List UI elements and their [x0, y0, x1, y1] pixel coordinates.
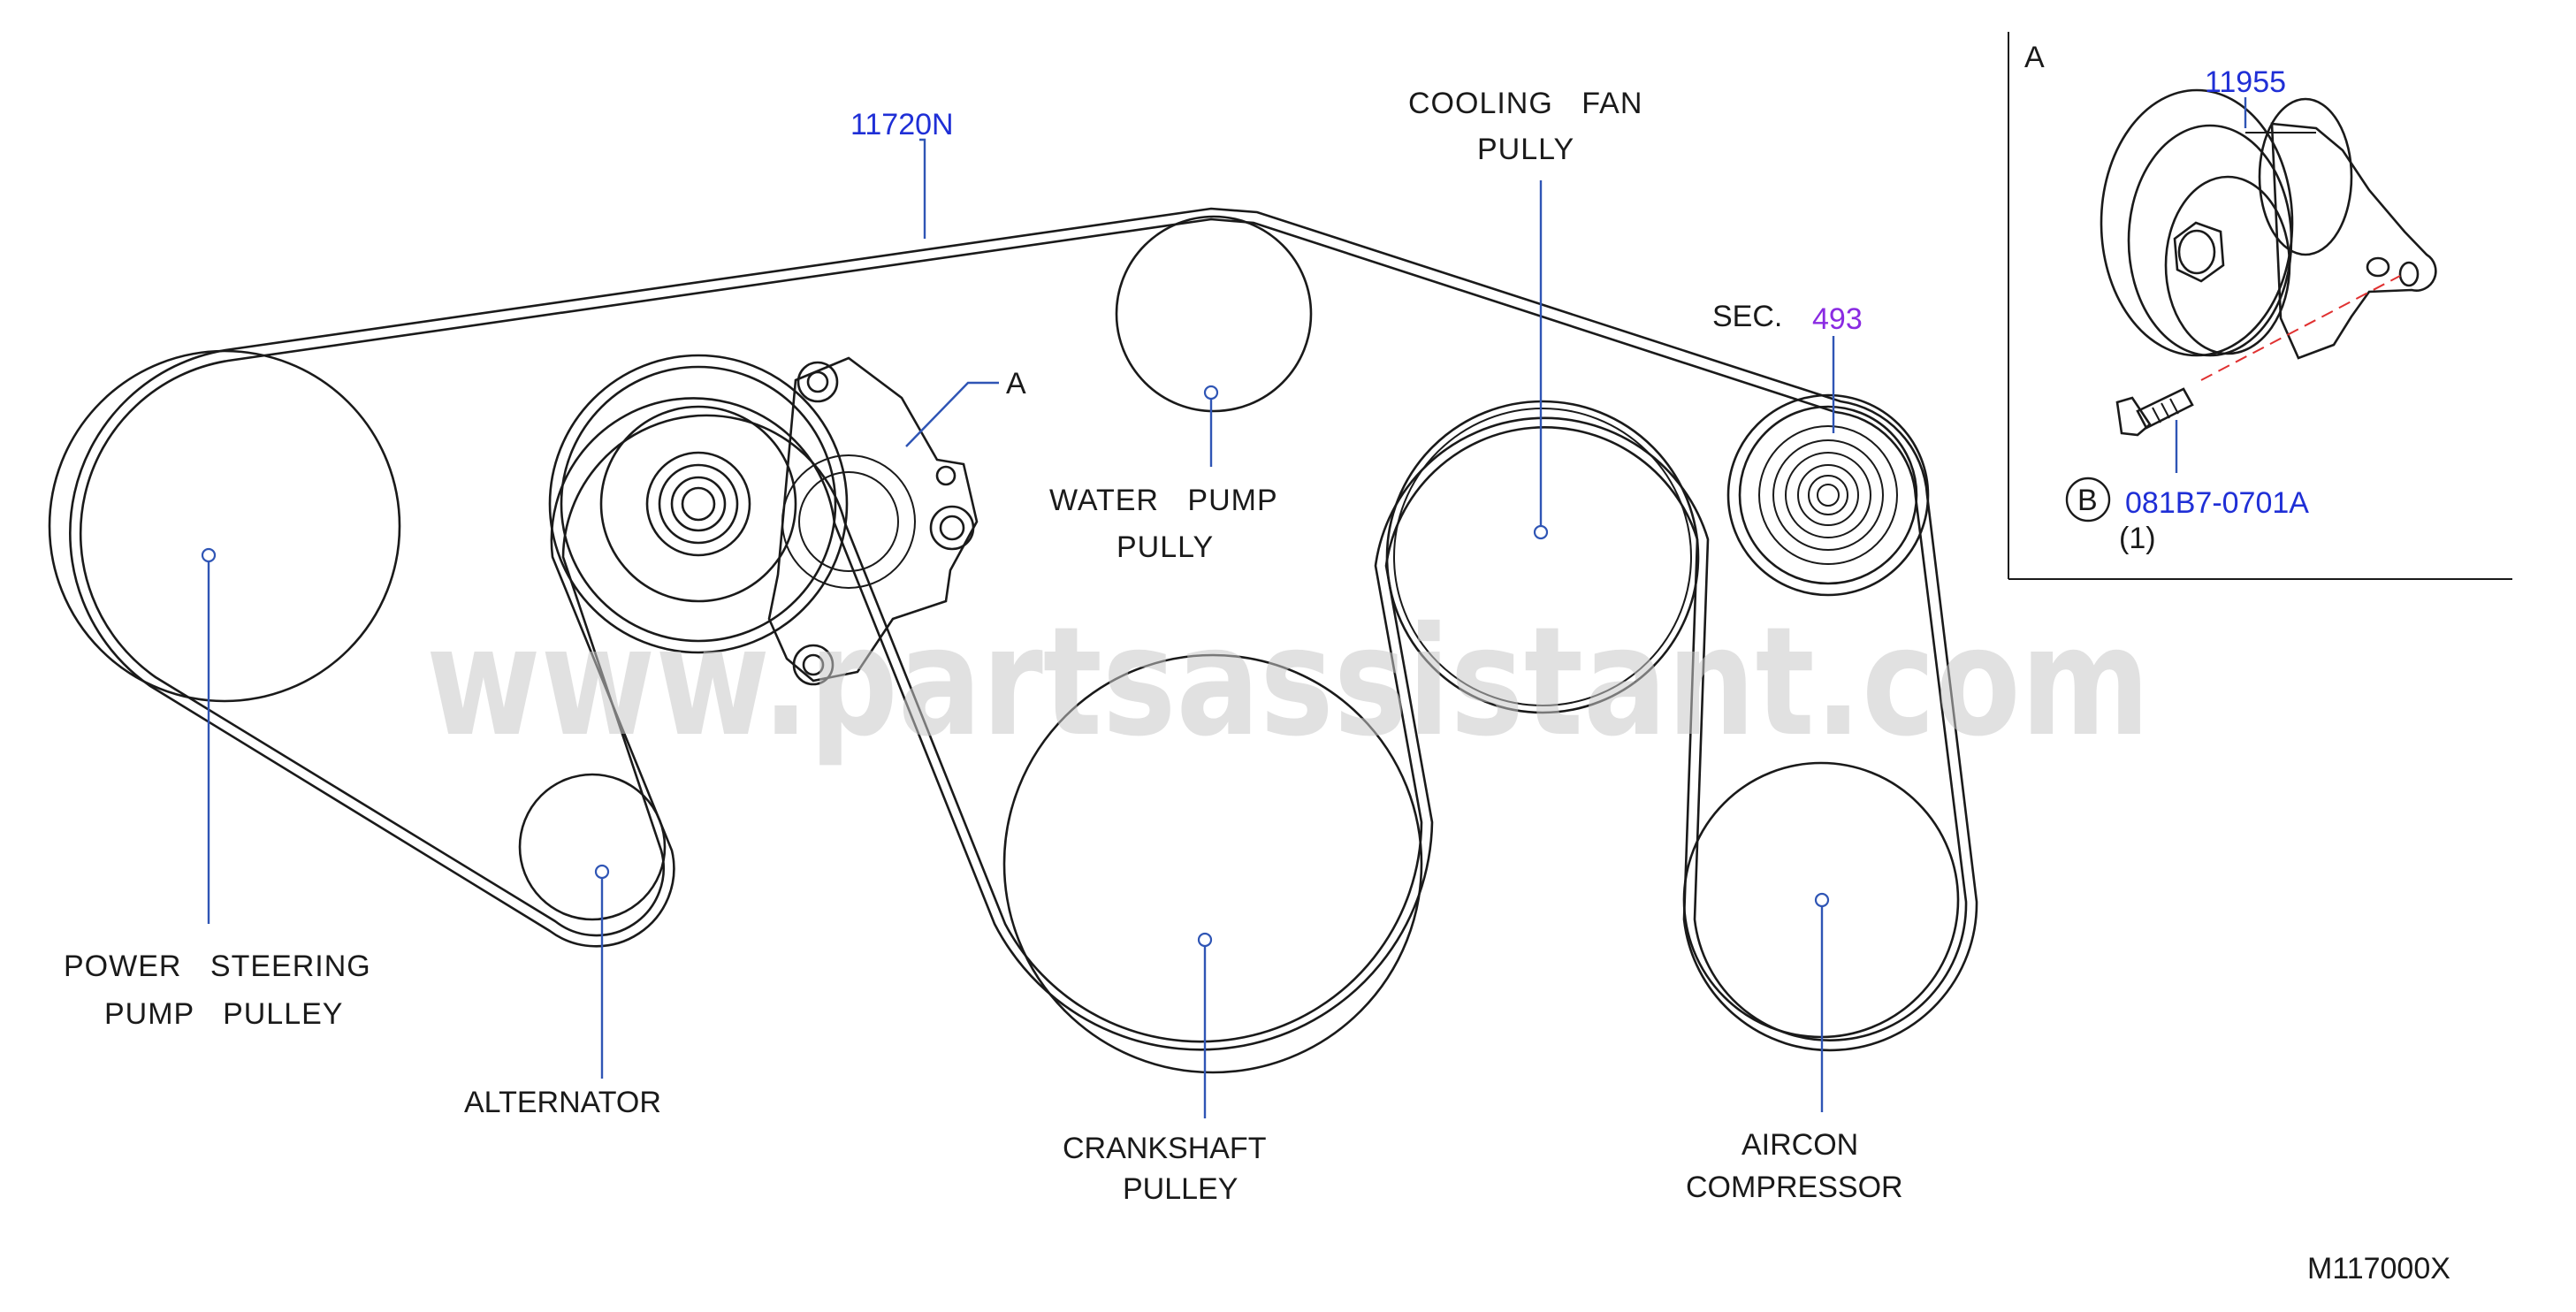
drawing-code: M117000X — [2307, 1252, 2450, 1285]
bolt-part-number[interactable]: 081B7-0701A — [2125, 486, 2309, 520]
leader-lines — [207, 138, 1835, 1118]
belt-part-number[interactable]: 11720N — [850, 108, 954, 141]
cooling-fan-label-line2: PULLY — [1477, 133, 1574, 166]
section-number-link[interactable]: 493 — [1812, 302, 1863, 336]
detail-view-label: A — [2024, 41, 2045, 74]
power-steering-label-line2: PUMP PULLEY — [104, 997, 343, 1031]
alternator-pulley — [518, 773, 667, 921]
bolt-callout-circle — [2065, 477, 2111, 523]
crankshaft-pulley — [1002, 653, 1423, 1074]
belt-tensioner-assembly — [548, 354, 979, 686]
aircon-label-line2: COMPRESSOR — [1686, 1171, 1903, 1204]
power-steering-pump-pulley — [48, 349, 401, 703]
water-pump-label-line2: PULLY — [1117, 530, 1214, 564]
power-steering-label-line1: POWER STEERING — [64, 950, 371, 983]
tensioner-detail — [2100, 88, 2437, 360]
aircon-label-line1: AIRCON — [1741, 1128, 1858, 1162]
alternator-label: ALTERNATOR — [464, 1086, 661, 1119]
cooling-fan-label-line1: COOLING FAN — [1408, 87, 1642, 120]
bolt-axis-line — [2200, 275, 2401, 381]
detail-view-frame — [2008, 32, 2512, 580]
cooling-fan-pulley — [1385, 400, 1700, 714]
section-prefix: SEC. — [1712, 300, 1782, 333]
watermark: www.partsassistant.com — [426, 595, 2150, 770]
view-a-callout: A — [1006, 367, 1026, 400]
drive-belt — [69, 207, 1978, 1052]
idler-pulley — [1726, 393, 1930, 597]
bolt-detail — [2115, 275, 2401, 437]
water-pump-label-line1: WATER PUMP — [1049, 484, 1278, 517]
bolt-quantity: (1) — [2119, 522, 2156, 555]
bolt-callout-letter: B — [2077, 484, 2098, 517]
water-pump-pulley — [1115, 215, 1313, 413]
crankshaft-label-line1: CRANKSHAFT — [1063, 1132, 1266, 1165]
tensioner-part-number[interactable]: 11955 — [2205, 65, 2286, 99]
crankshaft-label-line2: PULLEY — [1123, 1172, 1238, 1206]
